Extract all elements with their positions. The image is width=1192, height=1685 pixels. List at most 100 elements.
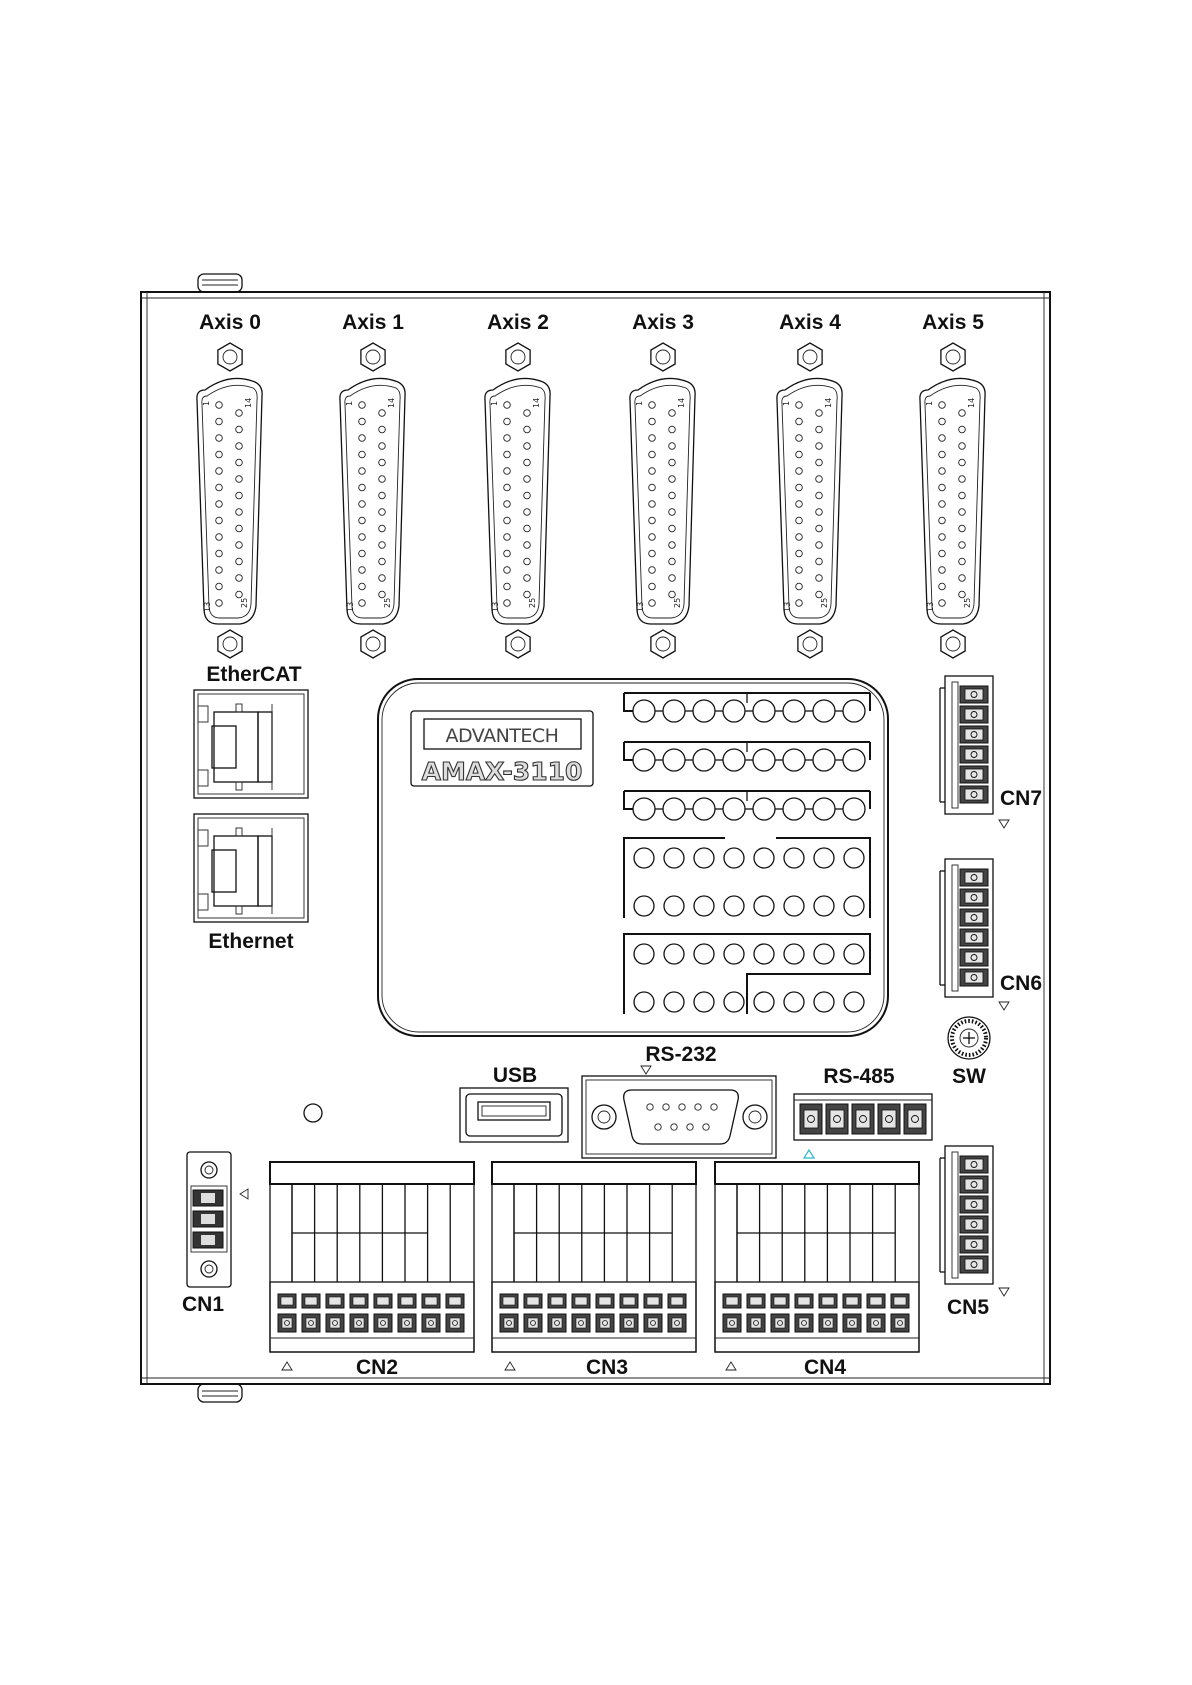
hex-screw-icon	[651, 630, 675, 658]
led-icon	[723, 700, 745, 722]
pin-icon	[671, 1124, 677, 1130]
hex-screw-icon	[506, 630, 530, 658]
led-block-1	[624, 838, 870, 918]
top-mount-knob	[198, 274, 242, 292]
pin-25-label: 25	[820, 598, 829, 608]
led-icon	[633, 749, 655, 771]
led-icon	[693, 749, 715, 771]
led-icon	[814, 992, 834, 1012]
pin-13-label: 13	[346, 602, 355, 612]
pin-25-label: 25	[963, 598, 972, 608]
led-row-3	[624, 791, 870, 820]
pin-1-label: 1	[782, 401, 791, 406]
led-row-1	[624, 693, 870, 722]
hex-screw-icon	[361, 343, 385, 371]
led-icon	[663, 798, 685, 820]
axis-4-label: Axis 4	[779, 311, 841, 334]
cn1-pin1-marker	[240, 1189, 248, 1199]
pin-icon	[655, 1124, 661, 1130]
ethercat-port[interactable]	[194, 690, 308, 798]
rs485-terminal[interactable]	[794, 1094, 932, 1140]
hex-screw-icon	[506, 343, 530, 371]
hex-screw-icon	[218, 630, 242, 658]
hex-screw-icon	[941, 343, 965, 371]
led-icon	[724, 944, 744, 964]
led-icon	[814, 848, 834, 868]
led-icon	[843, 749, 865, 771]
pin-icon	[695, 1104, 701, 1110]
hex-screw-icon	[798, 343, 822, 371]
pin-14-label: 14	[677, 398, 686, 408]
rs485-pin1-marker	[804, 1150, 814, 1158]
pin-1-label: 1	[925, 401, 934, 406]
cn7-pin1-marker	[999, 820, 1009, 828]
brand-logo: ADVANTECH AMAX-3110	[411, 711, 593, 786]
pin-13-label: 13	[203, 602, 212, 612]
cn6-terminal[interactable]	[940, 859, 993, 997]
cn4-label: CN4	[804, 1356, 846, 1379]
cn3-terminal[interactable]	[492, 1162, 696, 1352]
hex-screw-icon	[361, 630, 385, 658]
led-icon	[694, 896, 714, 916]
led-icon	[753, 798, 775, 820]
led-icon	[724, 896, 744, 916]
led-icon	[844, 992, 864, 1012]
rs485-label: RS-485	[823, 1065, 895, 1088]
led-indicators	[624, 693, 870, 1014]
pin-icon	[711, 1104, 717, 1110]
led-icon	[694, 944, 714, 964]
pin-25-label: 25	[673, 598, 682, 608]
led-icon	[814, 896, 834, 916]
led-icon	[724, 848, 744, 868]
cn6-label: CN6	[1000, 972, 1042, 995]
cn2-label: CN2	[356, 1356, 398, 1379]
cn4-terminal[interactable]	[715, 1162, 919, 1352]
led-icon	[784, 992, 804, 1012]
led-icon	[784, 848, 804, 868]
pin-icon	[647, 1104, 653, 1110]
cn2-terminal[interactable]	[270, 1162, 474, 1352]
led-icon	[633, 700, 655, 722]
ethercat-label: EtherCAT	[206, 663, 301, 686]
rs232-pin1-marker	[641, 1066, 651, 1074]
cn7-terminal[interactable]	[940, 676, 993, 814]
cn1-terminal[interactable]	[187, 1152, 231, 1287]
pin-25-label: 25	[383, 598, 392, 608]
led-icon	[783, 798, 805, 820]
ethernet-port[interactable]	[194, 814, 308, 922]
cn5-terminal[interactable]	[940, 1146, 993, 1284]
led-icon	[754, 896, 774, 916]
axis-5-label: Axis 5	[922, 311, 984, 334]
status-led	[304, 1104, 322, 1122]
sw-label: SW	[952, 1065, 986, 1088]
ethernet-label: Ethernet	[208, 930, 293, 953]
bottom-mount-knob	[198, 1384, 242, 1402]
svg-text:ADVANTECH: ADVANTECH	[446, 725, 559, 747]
pin-13-label: 13	[491, 602, 500, 612]
led-icon	[813, 749, 835, 771]
cn3-label: CN3	[586, 1356, 628, 1379]
pin-13-label: 13	[926, 602, 935, 612]
led-icon	[783, 700, 805, 722]
pin-25-label: 25	[240, 598, 249, 608]
hex-screw-icon	[941, 630, 965, 658]
cn4-pin1-marker	[726, 1362, 736, 1370]
led-icon	[844, 896, 864, 916]
led-icon	[634, 848, 654, 868]
led-icon	[664, 944, 684, 964]
usb-port[interactable]	[460, 1088, 568, 1142]
led-icon	[634, 896, 654, 916]
rotary-switch[interactable]	[948, 1017, 990, 1059]
rs232-port[interactable]	[582, 1076, 776, 1158]
cn5-pin1-marker	[999, 1288, 1009, 1296]
led-icon	[754, 848, 774, 868]
led-icon	[664, 896, 684, 916]
led-row-2	[624, 742, 870, 771]
